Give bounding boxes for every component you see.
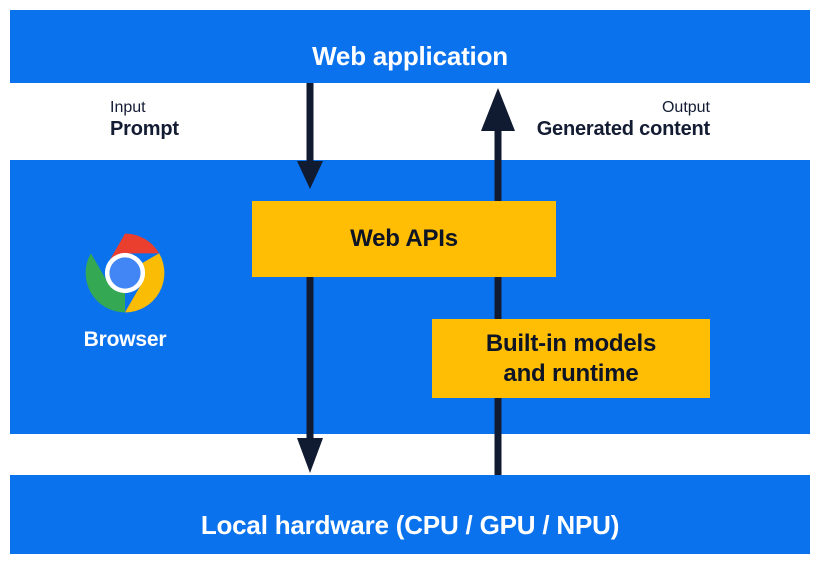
output-flow-label: Output Generated content xyxy=(536,99,711,141)
local-hardware-title: Local hardware (CPU / GPU / NPU) xyxy=(200,510,620,540)
web-apis-label: Web APIs xyxy=(350,225,458,253)
web-application-title: Web application xyxy=(312,41,508,71)
web-apis-box[interactable]: Web APIs xyxy=(252,201,556,277)
builtin-models-box[interactable]: Built-in models and runtime xyxy=(432,319,710,398)
web-application-band: Web application xyxy=(10,10,810,83)
builtin-models-line1: Built-in models xyxy=(485,330,657,358)
input-value-label: Prompt xyxy=(110,117,179,140)
local-hardware-band: Local hardware (CPU / GPU / NPU) xyxy=(10,475,810,554)
output-kind-label: Output xyxy=(661,99,710,116)
builtin-models-label: Built-in models and runtime xyxy=(485,329,657,388)
builtin-models-line2: and runtime xyxy=(503,359,639,387)
output-value-label: Generated content xyxy=(536,117,711,140)
input-kind-label: Input xyxy=(110,99,146,116)
input-flow-label: Input Prompt xyxy=(110,99,179,141)
browser-label: Browser xyxy=(83,328,167,351)
chrome-logo-icon xyxy=(85,233,165,313)
browser-group: Browser xyxy=(60,232,190,352)
